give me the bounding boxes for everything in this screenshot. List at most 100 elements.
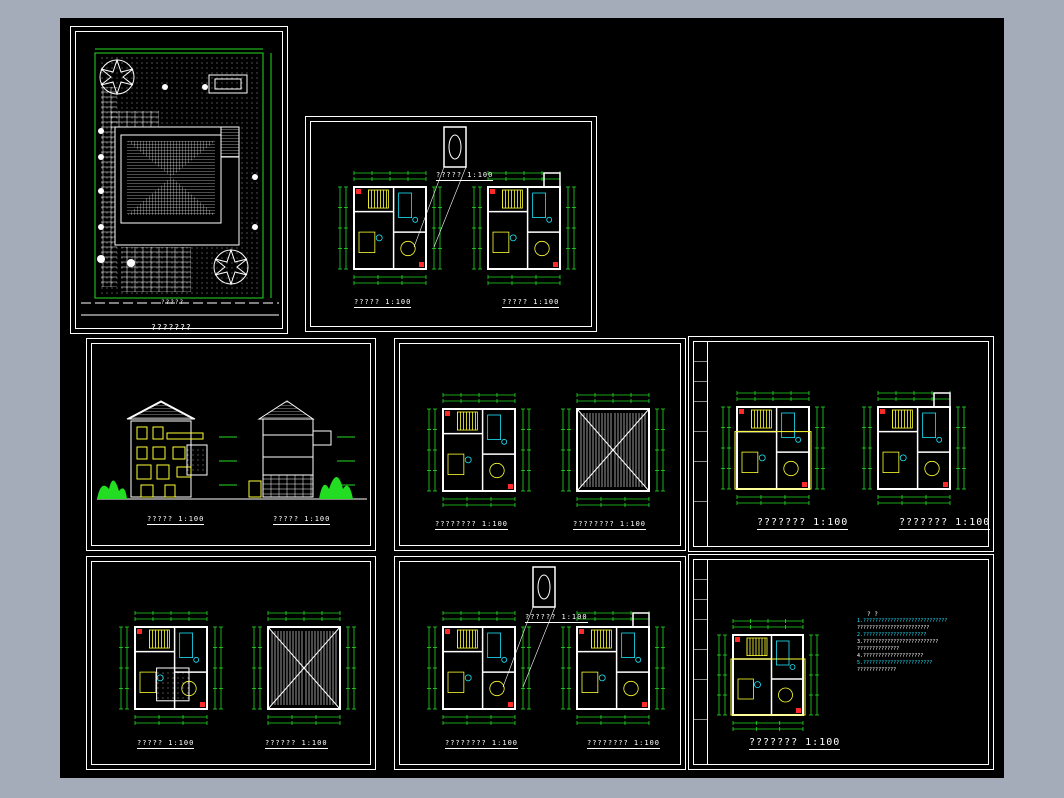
dining-table (400, 240, 416, 257)
sofa (447, 671, 465, 693)
bed (487, 632, 501, 659)
fixture (758, 454, 766, 462)
sheet-floor-plan-notes: ??????? 1:100 ? ? 1.????????????????????… (688, 554, 994, 770)
column (137, 629, 142, 634)
balcony (543, 172, 561, 188)
cad-drawing-canvas[interactable]: ????? ??????? ????? 1:100 ????? 1:100 ??… (60, 18, 1004, 778)
bed (781, 412, 795, 439)
floor-plan (119, 611, 223, 725)
elevations-drawing (97, 400, 367, 500)
sheet8-title-block (693, 559, 708, 765)
floor-plan (862, 391, 966, 505)
stair (590, 629, 612, 649)
column (735, 637, 740, 642)
dining-table (778, 687, 793, 703)
sheet7-left-title: ???????? 1:100 (445, 739, 519, 749)
floor-plan (472, 171, 576, 285)
column (508, 702, 513, 707)
column (356, 189, 361, 194)
floor-plan (717, 619, 819, 731)
stair (457, 411, 478, 431)
roof-outline (267, 626, 341, 710)
sheet4-right-title: ???????? 1:100 (573, 520, 647, 530)
sheet6-right-title: ?????? 1:100 (265, 739, 328, 749)
fixture (936, 436, 943, 443)
note-line: ?????????????? (857, 646, 900, 652)
fixture (635, 656, 642, 663)
exterior-wall (877, 406, 951, 490)
dining-table (623, 680, 639, 697)
column (943, 482, 948, 487)
dining-table (534, 240, 550, 257)
fixture (598, 674, 606, 682)
sofa (358, 231, 376, 253)
stair (368, 189, 389, 209)
sheet7-drawing (427, 566, 665, 725)
stair (746, 637, 768, 657)
exterior-wall (487, 186, 561, 270)
column (579, 629, 584, 634)
ground-outline (734, 431, 812, 490)
sheet2-detail-title: ????? 1:100 (436, 171, 494, 181)
sheet2-drawing (338, 126, 576, 285)
sheet4-drawing (427, 393, 665, 507)
sheet2-plan-right-title: ????? 1:100 (502, 298, 560, 308)
sofa (139, 671, 157, 693)
fixture (156, 674, 164, 682)
fixture (899, 454, 907, 462)
bed (532, 192, 546, 219)
exterior-wall (442, 408, 516, 492)
note-line: ???????????????????????? (857, 625, 930, 631)
bed (487, 414, 501, 441)
fixture (412, 216, 419, 223)
column (553, 262, 558, 267)
exterior-wall (353, 186, 427, 270)
stair (891, 409, 913, 429)
sheet8-drawing (717, 619, 819, 731)
exterior-wall (576, 626, 650, 710)
sheet6-drawing (119, 611, 356, 725)
floor-plan (561, 611, 665, 725)
fixture (193, 656, 200, 663)
roof-outline (576, 408, 650, 492)
dining-table (783, 460, 799, 477)
ground-outline (730, 658, 806, 716)
floor-plan (561, 393, 665, 507)
fixture (795, 436, 802, 443)
exterior-wall (134, 626, 208, 710)
exterior-wall (732, 634, 804, 716)
note-line: 3.????????????????????????? (857, 639, 939, 645)
floor-plan (338, 171, 442, 285)
sheet6-left-title: ????? 1:100 (137, 739, 195, 749)
sheet-floor-plans-2: ???????? 1:100 ???????? 1:100 (394, 338, 686, 551)
sheet7-right-title: ???????? 1:100 (587, 739, 661, 749)
elevation-left-title: ????? 1:100 (147, 515, 205, 525)
bed (398, 192, 412, 219)
exterior-wall (736, 406, 810, 490)
sheet-site-plan: ????? ??????? (70, 26, 288, 334)
floor-plan (252, 611, 356, 725)
column (445, 411, 450, 416)
fixture (501, 656, 508, 663)
column (508, 484, 513, 489)
sheet7-detail-title: ?????? 1:100 (525, 613, 588, 623)
note-line: 2.????????????????????? (857, 632, 927, 638)
sheet-elevations: ????? 1:100 ????? 1:100 (86, 338, 376, 551)
sofa (447, 453, 465, 475)
sheet5-left-title: ??????? 1:100 (757, 517, 849, 530)
terrace (156, 667, 190, 702)
sofa (737, 678, 754, 700)
sofa (492, 231, 510, 253)
dining-table (924, 460, 940, 477)
note-line: 4.???????????????????? (857, 653, 924, 659)
floor-plan (427, 393, 531, 507)
sheet2-plan-left-title: ????? 1:100 (354, 298, 412, 308)
stair (149, 629, 170, 649)
column (200, 702, 205, 707)
sofa (741, 451, 759, 473)
dining-table (181, 680, 197, 697)
column (880, 409, 885, 414)
bed (922, 412, 936, 439)
balcony (933, 392, 951, 408)
exterior-wall (442, 626, 516, 710)
